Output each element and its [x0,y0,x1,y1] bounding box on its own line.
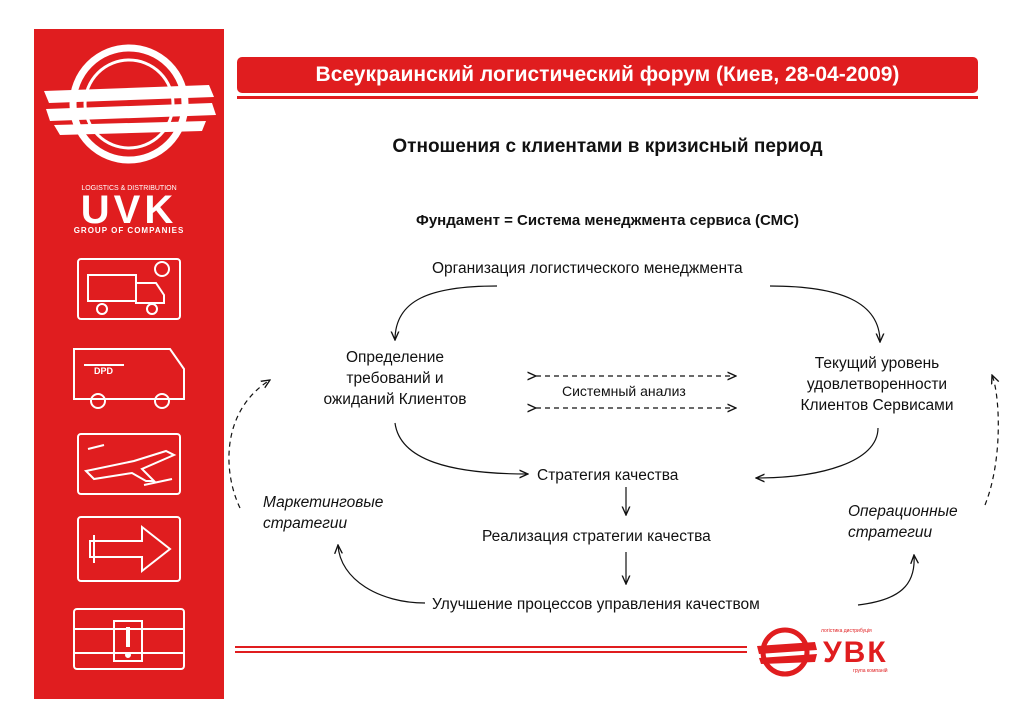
truck-icon [77,258,181,320]
node-operational-strategies: Операционные стратегии [848,501,958,543]
sidebar: LOGISTICS & DISTRIBUTION UVK GROUP OF CO… [34,29,224,699]
node-requirements: Определение требований и ожиданий Клиент… [295,347,495,410]
dashed-arrow-operational-loop [984,375,998,506]
sidebar-tagline-top: LOGISTICS & DISTRIBUTION [81,185,176,192]
page-title: Отношения с клиентами в кризисный период [392,136,823,157]
footer-tagline-bottom: група компаній [853,667,888,674]
node-marketing-line-1: Маркетинговые [263,494,384,511]
company-logo-icon [44,44,216,164]
arrow-sign-icon [77,516,181,582]
arrow-improvement-to-marketing [338,545,426,604]
node-system-analysis: Системный анализ [562,383,686,399]
footer-logo-icon: логістика дистрибуція УВК група компаній [757,627,888,677]
node-marketing-strategies: Маркетинговые стратегии [263,492,383,534]
arrow-top-to-left [395,285,498,340]
footer-brand-name: УВК [823,636,888,669]
delivery-van-icon: DPD [73,348,185,409]
node-strategy-realization: Реализация стратегии качества [482,528,711,545]
footer-tagline-top: логістика дистрибуція [821,628,872,634]
arrow-top-to-right [769,285,880,342]
node-process-improvement: Улучшение процессов управления качеством [432,596,760,613]
van-label: DPD [94,366,114,376]
header-bar: Всеукраинский логистический форум (Киев,… [237,57,978,93]
footer-lines [235,646,747,654]
node-organization: Организация логистического менеджмента [432,260,743,277]
arrow-right-to-strategy [756,427,879,478]
node-requirements-line-2: требований и [346,370,444,387]
subtitle: Фундамент = Система менеджмента сервиса … [416,212,799,229]
arrow-left-to-strategy [394,422,528,474]
node-quality-strategy: Стратегия качества [537,467,679,484]
node-requirements-line-1: Определение [345,349,444,366]
header-underline [237,96,978,99]
warning-tape-icon [73,608,185,670]
sidebar-brand-name: UVK [81,188,177,232]
node-satisfaction-line-2: удовлетворенности [806,376,948,393]
footer-line-1 [235,646,747,648]
node-marketing-line-2: стратегии [263,515,348,532]
dashed-arrow-marketing-loop [228,380,270,509]
node-operational-line-1: Операционные [848,503,958,520]
arrow-improvement-to-operational [857,555,914,606]
sidebar-tagline-bottom: GROUP OF COMPANIES [74,226,185,235]
node-satisfaction-line-3: Клиентов Сервисами [800,397,954,414]
airplane-icon [77,433,181,495]
node-satisfaction-line-1: Текущий уровень [814,355,940,372]
sidebar-graphics: LOGISTICS & DISTRIBUTION UVK GROUP OF CO… [44,44,216,670]
node-requirements-line-3: ожиданий Клиентов [323,391,467,408]
node-operational-line-2: стратегии [848,524,933,541]
node-satisfaction: Текущий уровень удовлетворенности Клиент… [772,353,982,416]
footer-line-2 [235,651,747,653]
